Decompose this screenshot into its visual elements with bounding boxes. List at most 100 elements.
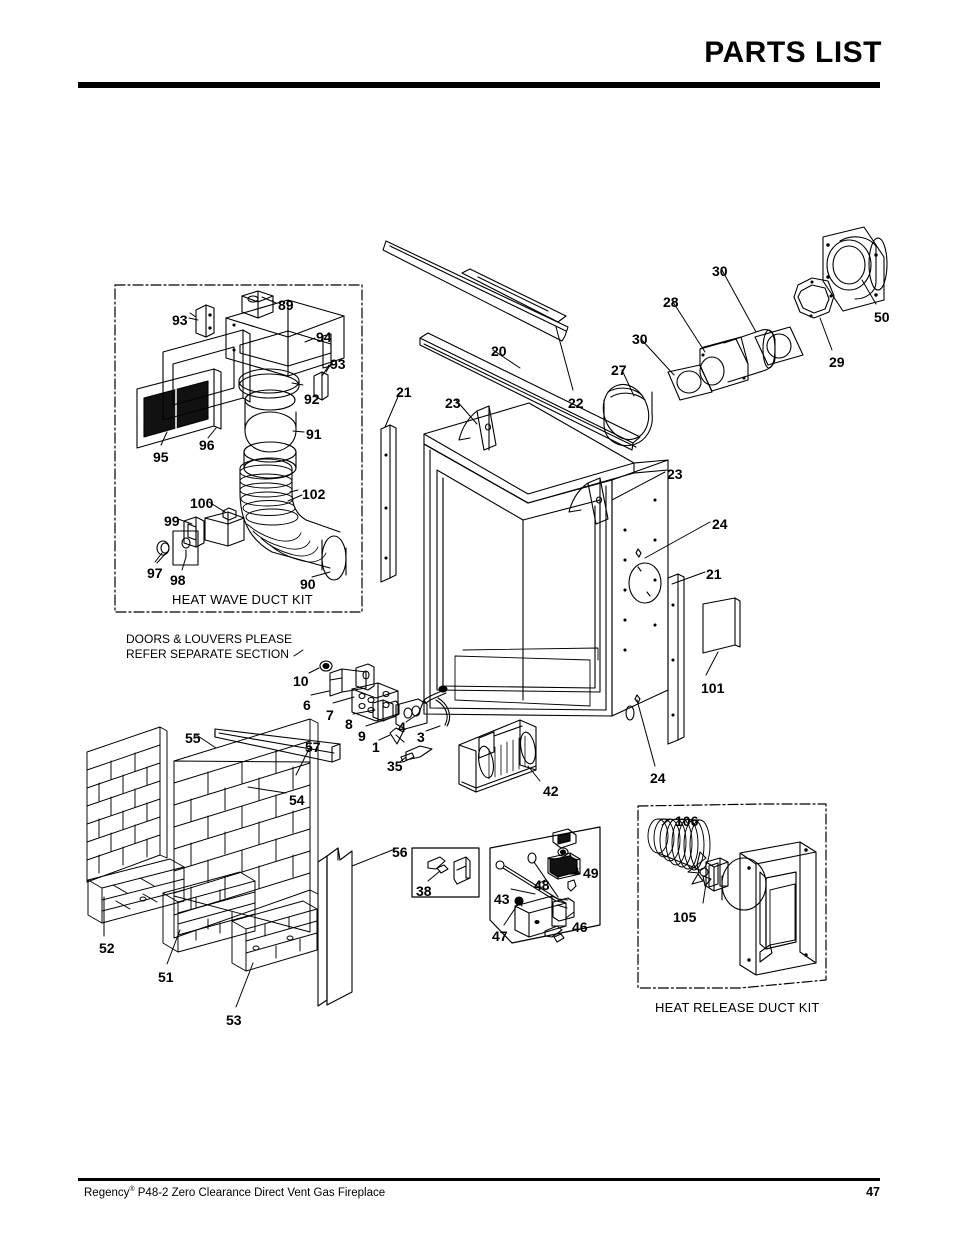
heat-release-kit-caption: HEAT RELEASE DUCT KIT — [655, 1000, 820, 1015]
callout-89: 89 — [278, 297, 294, 313]
header-divider — [78, 82, 880, 88]
leader-lines-heat-wave — [156, 296, 331, 578]
part-28-vent-pipe — [699, 329, 776, 392]
part-38-parts — [427, 856, 471, 885]
part-97-knob — [156, 540, 170, 556]
doors-note-leader — [293, 649, 304, 657]
page-number: 47 — [866, 1185, 880, 1199]
callout-43: 43 — [494, 891, 510, 907]
part-55-left-brick-panel — [86, 726, 168, 883]
callout-52: 52 — [99, 940, 115, 956]
callout-28: 28 — [663, 294, 679, 310]
leader-lines-bricks — [103, 733, 396, 1008]
callout-24: 24 — [650, 770, 666, 786]
callout-53: 53 — [226, 1012, 242, 1028]
callout-30: 30 — [712, 263, 728, 279]
footer-description: P48-2 Zero Clearance Direct Vent Gas Fir… — [134, 1186, 386, 1199]
part-42-blower — [458, 719, 537, 793]
callout-8: 8 — [345, 716, 353, 732]
part-92-oval-gasket — [238, 368, 300, 399]
callout-10: 10 — [293, 673, 309, 689]
part-57-top-strip — [214, 728, 341, 763]
callout-23: 23 — [445, 395, 461, 411]
callout-38: 38 — [416, 883, 432, 899]
part-95-grille — [136, 368, 222, 449]
callout-3: 3 — [417, 729, 425, 745]
part-93-right-bracket — [313, 371, 329, 401]
part-47-46-battery — [514, 895, 575, 943]
callout-46: 46 — [572, 919, 588, 935]
part-102-flex-duct — [239, 458, 347, 581]
part-53-right-hearth — [231, 900, 318, 972]
callout-97: 97 — [147, 565, 163, 581]
registered-mark-icon: ® — [129, 1186, 135, 1193]
callout-24: 24 — [712, 516, 728, 532]
callout-95: 95 — [153, 449, 169, 465]
callout-90: 90 — [300, 576, 316, 592]
callout-56: 56 — [392, 844, 408, 860]
callout-49: 49 — [583, 865, 599, 881]
part-89-box — [241, 290, 274, 319]
callout-35: 35 — [387, 758, 403, 774]
heat-wave-kit-caption: HEAT WAVE DUCT KIT — [172, 592, 313, 607]
callout-6: 6 — [303, 697, 311, 713]
part-50-termination — [822, 226, 888, 312]
part-21-right-standoff — [667, 573, 685, 745]
heat-release-outlet — [721, 841, 817, 976]
callout-48: 48 — [534, 877, 550, 893]
callout-105: 105 — [673, 909, 697, 925]
part-22-trim-strip — [382, 240, 569, 342]
callout-94: 94 — [316, 329, 332, 345]
callout-93: 93 — [172, 312, 188, 328]
part-21-left-standoff — [380, 424, 397, 583]
page-title: PARTS LIST — [704, 36, 882, 69]
callout-29: 29 — [829, 354, 845, 370]
callout-57: 57 — [305, 739, 321, 755]
part-23-standoff-brackets — [458, 405, 609, 525]
part-100-junction-box — [204, 507, 245, 547]
callout-1: 1 — [372, 739, 380, 755]
callout-20: 20 — [491, 343, 507, 359]
part-1-pilot — [389, 727, 405, 745]
footer-divider — [78, 1178, 880, 1181]
part-54-back-brick-panel — [173, 718, 319, 939]
part-96-frame — [162, 329, 251, 421]
callout-54: 54 — [289, 792, 305, 808]
callout-99: 99 — [164, 513, 180, 529]
callout-27: 27 — [611, 362, 627, 378]
part-27-collar — [602, 383, 653, 447]
callout-102: 102 — [302, 486, 326, 502]
part-101-plate — [702, 597, 741, 654]
callout-22: 22 — [568, 395, 584, 411]
part-30-flange-right — [754, 326, 804, 366]
part-49-components — [547, 828, 581, 892]
callout-96: 96 — [199, 437, 215, 453]
part-91-elbow — [243, 389, 297, 479]
doors-louvers-note: DOORS & LOUVERS PLEASE REFER SEPARATE SE… — [126, 632, 293, 661]
callout-92: 92 — [304, 391, 320, 407]
callout-30: 30 — [632, 331, 648, 347]
callout-21: 21 — [706, 566, 722, 582]
callout-50: 50 — [874, 309, 890, 325]
callout-55: 55 — [185, 730, 201, 746]
callout-100: 100 — [190, 495, 214, 511]
part-10-knob — [319, 660, 333, 672]
part-20-top-frame — [419, 332, 641, 451]
part-106-flex-duct — [647, 818, 711, 871]
heat-release-kit-border — [637, 803, 827, 989]
heat-wave-kit-border — [114, 284, 363, 613]
callout-42: 42 — [543, 783, 559, 799]
part-93-left-bracket — [195, 304, 215, 338]
callout-91: 91 — [306, 426, 322, 442]
part-38-box-border — [411, 847, 480, 898]
callout-98: 98 — [170, 572, 186, 588]
callout-101: 101 — [701, 680, 725, 696]
part-94-duct-housing — [225, 299, 345, 377]
callout-106: 106 — [675, 813, 699, 829]
part-98-faceplate — [172, 530, 199, 566]
part-35-bracket — [400, 745, 433, 763]
leader-lines-firebox — [384, 269, 877, 767]
part-99-switch — [183, 516, 205, 548]
